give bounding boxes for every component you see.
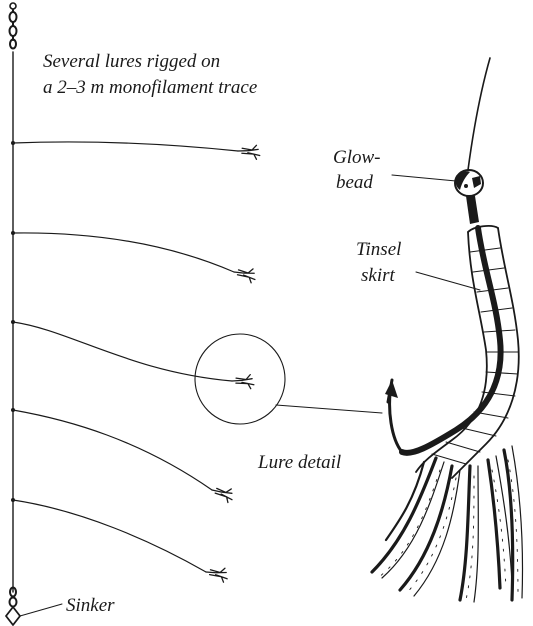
tinsel-skirt-label-line-2: skirt	[361, 265, 396, 286]
lure-detail-label: Lure detail	[257, 452, 341, 473]
tinsel-skirt-label-line-1: Tinsel	[356, 239, 401, 260]
lure-icon	[205, 565, 229, 583]
dropper-4	[11, 408, 235, 503]
sinker-label: Sinker	[66, 595, 115, 616]
caption-line-1: Several lures rigged on	[43, 51, 220, 72]
lure-icon	[233, 265, 257, 283]
dropper-3	[11, 320, 254, 389]
glow-bead-label-line-1: Glow-	[333, 147, 381, 168]
detail-magnifier-circle	[195, 334, 382, 424]
lure-icon	[210, 483, 235, 503]
top-swivel-icon	[10, 3, 17, 49]
glow-bead-icon	[455, 170, 483, 196]
skirt-tentacles	[372, 446, 523, 602]
dropper-1	[11, 141, 260, 160]
caption-line-2: a 2–3 m monofilament trace	[43, 77, 257, 98]
lure-icon	[238, 144, 261, 160]
glow-bead-label-line-2: bead	[336, 172, 373, 193]
dropper-5	[11, 498, 229, 583]
lure-detail-illustration	[372, 58, 523, 602]
lure-icon	[232, 374, 254, 389]
tinsel-skirt-leader	[416, 272, 480, 290]
glow-bead-leader	[392, 175, 456, 181]
dropper-2	[11, 231, 257, 283]
